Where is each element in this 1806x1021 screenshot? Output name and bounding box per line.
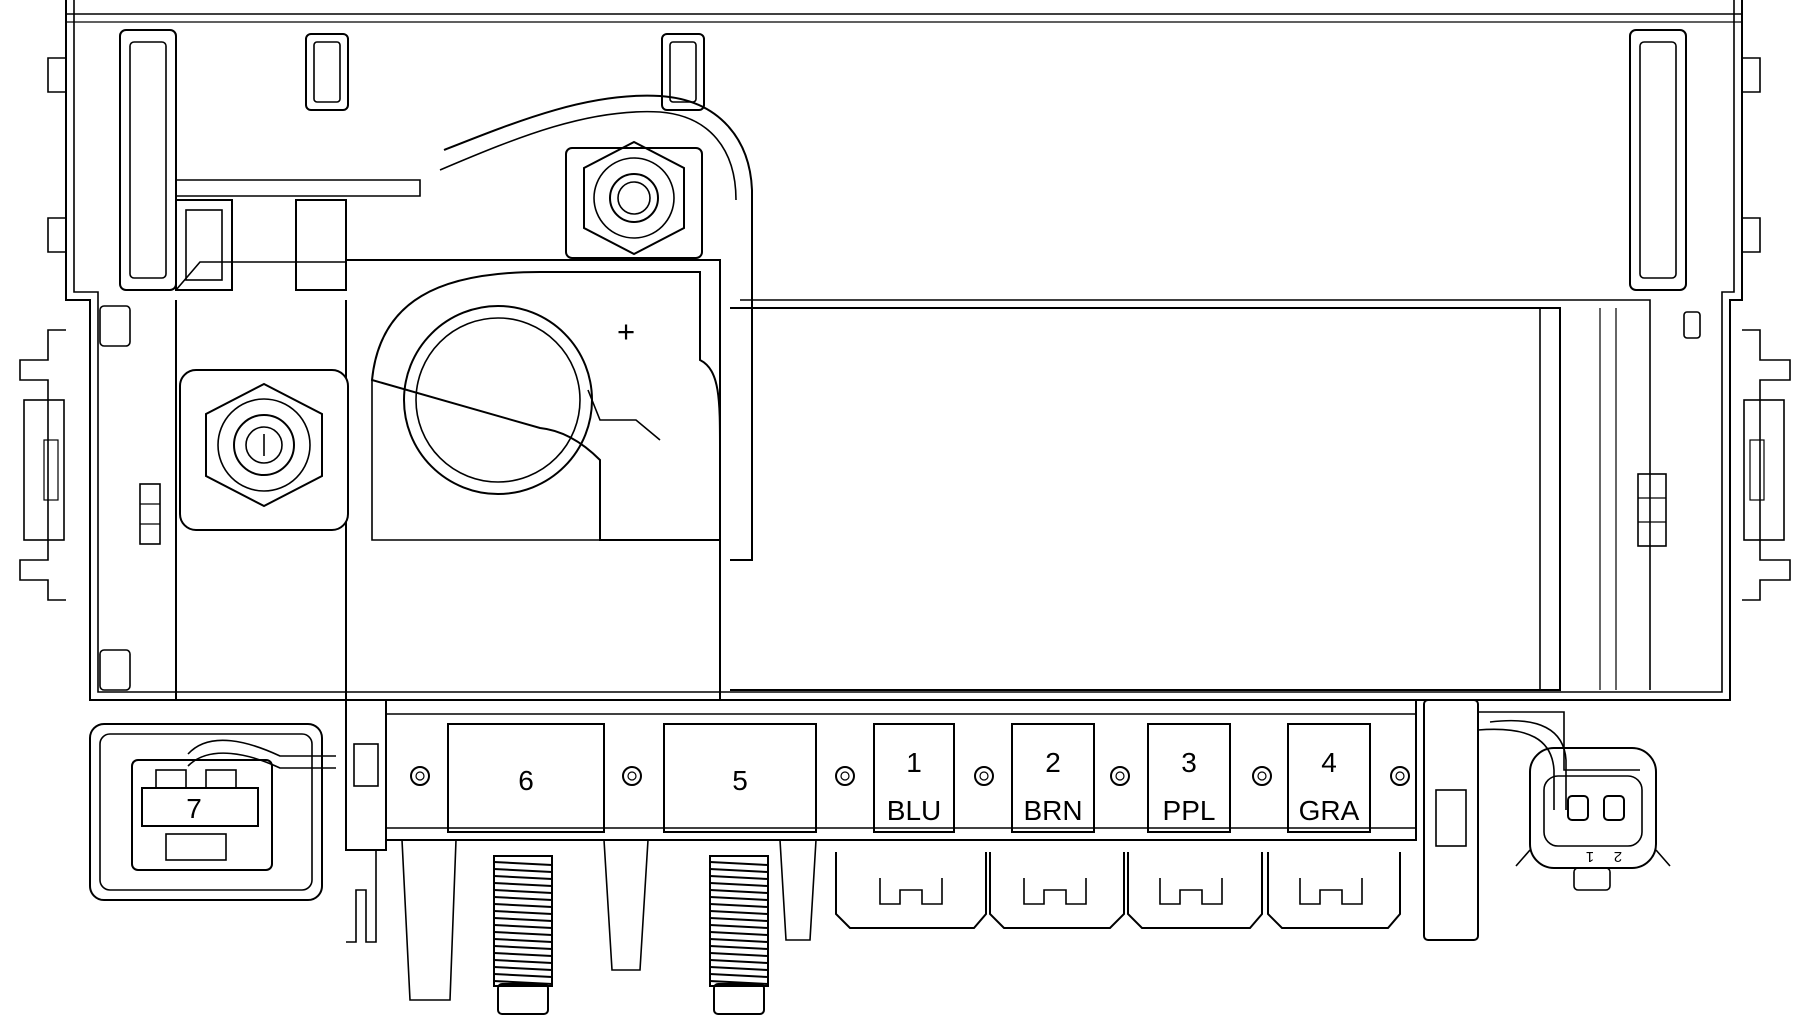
stud-thread-line xyxy=(493,973,553,978)
fuse-2-number: 2 xyxy=(1045,747,1061,778)
left-compartment xyxy=(99,179,721,701)
fuse-3-number: 3 xyxy=(1181,747,1197,778)
rail-bolts xyxy=(410,766,1410,786)
fuse-3-color: PPL xyxy=(1163,795,1216,826)
stud-thread-line xyxy=(493,952,553,957)
stud-thread-line xyxy=(493,910,553,915)
stud-thread-line xyxy=(709,861,769,866)
stud-thread-line xyxy=(709,903,769,908)
connector-pin-2-label: 2 xyxy=(1614,848,1622,865)
fuse-rail xyxy=(385,699,1417,841)
stud-thread-line xyxy=(709,882,769,887)
blade-fuse-terminals xyxy=(835,852,1401,929)
fuse-4-number: 4 xyxy=(1321,747,1337,778)
right-connector-assembly: 1 2 xyxy=(1423,699,1671,941)
stud-thread-line xyxy=(709,889,769,894)
stud-thread-line xyxy=(709,966,769,971)
stud-thread-line xyxy=(709,959,769,964)
fuse-labels: 6 5 1 BLU 2 BRN 3 PPL 4 GRA xyxy=(518,747,1359,826)
stud-thread-line xyxy=(493,861,553,866)
stud-thread-line xyxy=(709,896,769,901)
relay-module: 7 xyxy=(89,723,336,901)
housing-outline xyxy=(19,0,1791,701)
stud-thread-line xyxy=(493,931,553,936)
stud-thread-line xyxy=(493,868,553,873)
stud-thread-line xyxy=(709,938,769,943)
stud-thread-line xyxy=(493,938,553,943)
right-compartment xyxy=(139,299,1701,691)
stud-thread-line xyxy=(493,882,553,887)
left-rail-latch xyxy=(345,699,387,943)
upper-stud xyxy=(565,140,703,259)
stud-thread-line xyxy=(493,903,553,908)
stud-thread-line xyxy=(493,917,553,922)
stud-thread-line xyxy=(493,945,553,950)
stud-thread-line xyxy=(709,917,769,922)
stud-thread-line xyxy=(709,910,769,915)
threaded-studs xyxy=(401,839,817,1015)
relay-7-number: 7 xyxy=(186,793,202,824)
stud-thread-line xyxy=(493,924,553,929)
positive-terminal-mark: + xyxy=(617,314,635,349)
fuse-6-number: 6 xyxy=(518,765,534,796)
positive-cable-lug: + xyxy=(370,94,753,561)
stud-thread-line xyxy=(709,973,769,978)
stud-thread-line xyxy=(709,931,769,936)
fuse-2-color: BRN xyxy=(1023,795,1082,826)
stud-thread-line xyxy=(709,875,769,880)
stud-thread-line xyxy=(493,889,553,894)
stud-thread-line xyxy=(709,952,769,957)
stud-thread-line xyxy=(493,875,553,880)
fuse-1-color: BLU xyxy=(887,795,941,826)
lower-stud xyxy=(179,369,349,531)
stud-thread-line xyxy=(493,896,553,901)
stud-thread-line xyxy=(709,945,769,950)
stud-thread-line xyxy=(709,868,769,873)
top-mounting-slots xyxy=(119,29,1687,291)
connector-pin-1-label: 1 xyxy=(1586,848,1594,865)
fuse-1-number: 1 xyxy=(906,747,922,778)
fuse-4-color: GRA xyxy=(1299,795,1360,826)
stud-thread-line xyxy=(493,959,553,964)
stud-thread-line xyxy=(709,924,769,929)
fuse-5-number: 5 xyxy=(732,765,748,796)
stud-thread-line xyxy=(493,966,553,971)
